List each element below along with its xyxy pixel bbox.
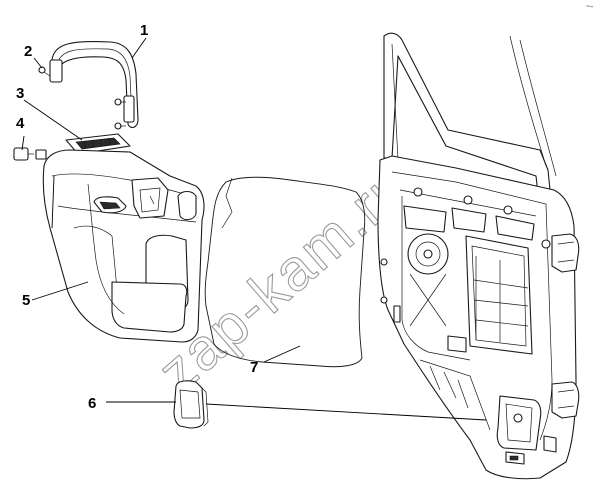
corner-mark: ~- (586, 2, 594, 11)
clip-part (13, 147, 47, 161)
callout-1: 1 (140, 22, 148, 39)
switch-panel-part (65, 133, 131, 155)
callout-4: 4 (16, 115, 25, 132)
leader-lines (21, 37, 487, 421)
door-body (377, 32, 580, 480)
grab-handle-part (49, 41, 139, 129)
door-trim-panel-part (42, 149, 205, 343)
callout-labels: 1 2 3 4 5 6 7 (16, 22, 258, 412)
callout-7: 7 (250, 359, 258, 376)
screw-part (38, 66, 126, 130)
callout-2: 2 (24, 43, 32, 60)
callout-5: 5 (22, 292, 30, 309)
pocket-cover-part (173, 380, 209, 429)
callout-6: 6 (88, 395, 96, 412)
callout-3: 3 (16, 85, 24, 102)
water-shield-part (204, 176, 366, 368)
